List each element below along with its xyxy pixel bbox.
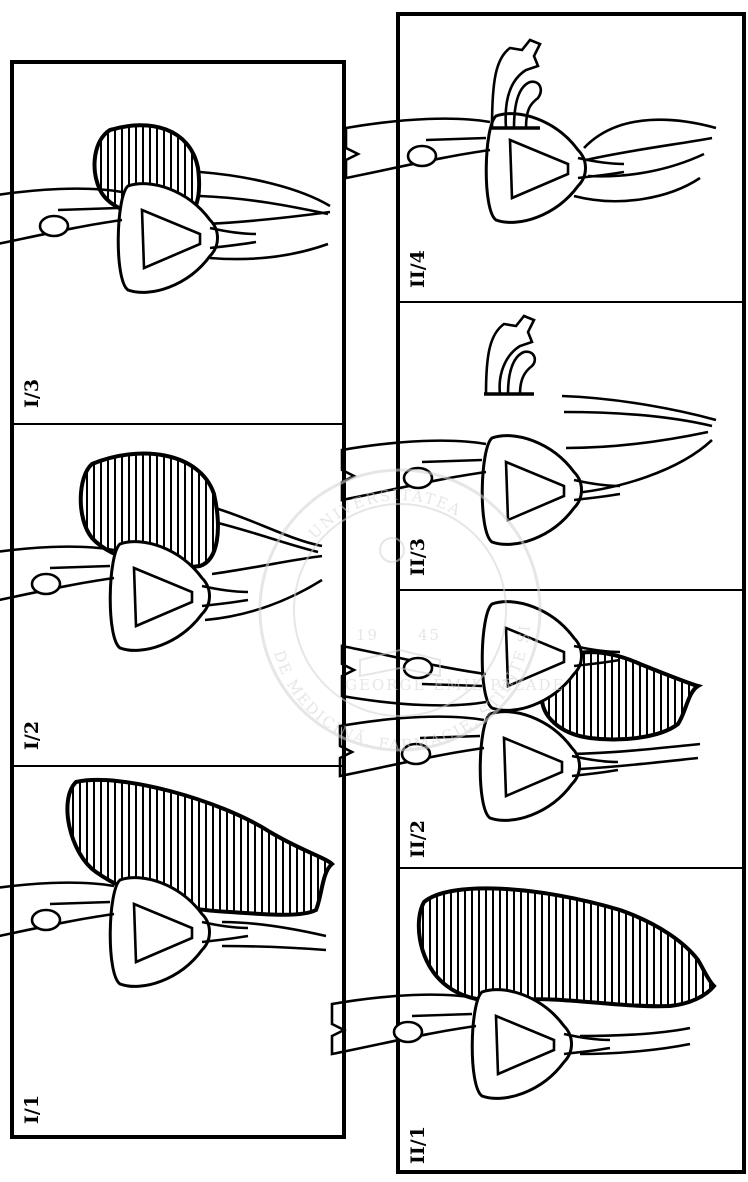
panel-label-I-2: I/2 (21, 721, 43, 750)
hatched-mass (419, 888, 714, 1006)
panel-label-II-1: II/1 (407, 1126, 429, 1164)
panel-label-II-3: II/3 (407, 538, 429, 576)
seal-sun-icon (380, 538, 404, 562)
upper-adnexa (484, 316, 535, 394)
panel-label-I-1: I/1 (21, 1095, 43, 1124)
panel-I-1 (0, 780, 332, 986)
left-column: I/3 I/2 I/1 (0, 62, 344, 1137)
vagina-tube (222, 922, 326, 950)
watermark-year-left: 19 (356, 626, 379, 644)
vagina-tube (562, 396, 716, 494)
panel-label-I-3: I/3 (21, 379, 43, 408)
panel-II-1 (332, 888, 714, 1098)
watermark-year-right: 45 (418, 626, 441, 644)
panel-II-4 (346, 40, 716, 222)
panel-label-II-2: II/2 (407, 820, 429, 858)
university-seal-watermark: UNIVERSITATEA DE MEDICINĂ, FARMACIE, ȘTI… (0, 0, 566, 754)
watermark-bottom-text: DE MEDICINĂ, FARMACIE, ȘTIINȚE ȘI TEHNOL… (0, 0, 534, 754)
watermark-top-text: UNIVERSITATEA (305, 486, 465, 543)
watermark-middle-text: GEORGE EMIL PALADE (345, 676, 566, 694)
panel-label-II-4: II/4 (407, 250, 429, 288)
hatched-mass (67, 780, 332, 915)
panel-I-3 (0, 125, 330, 292)
